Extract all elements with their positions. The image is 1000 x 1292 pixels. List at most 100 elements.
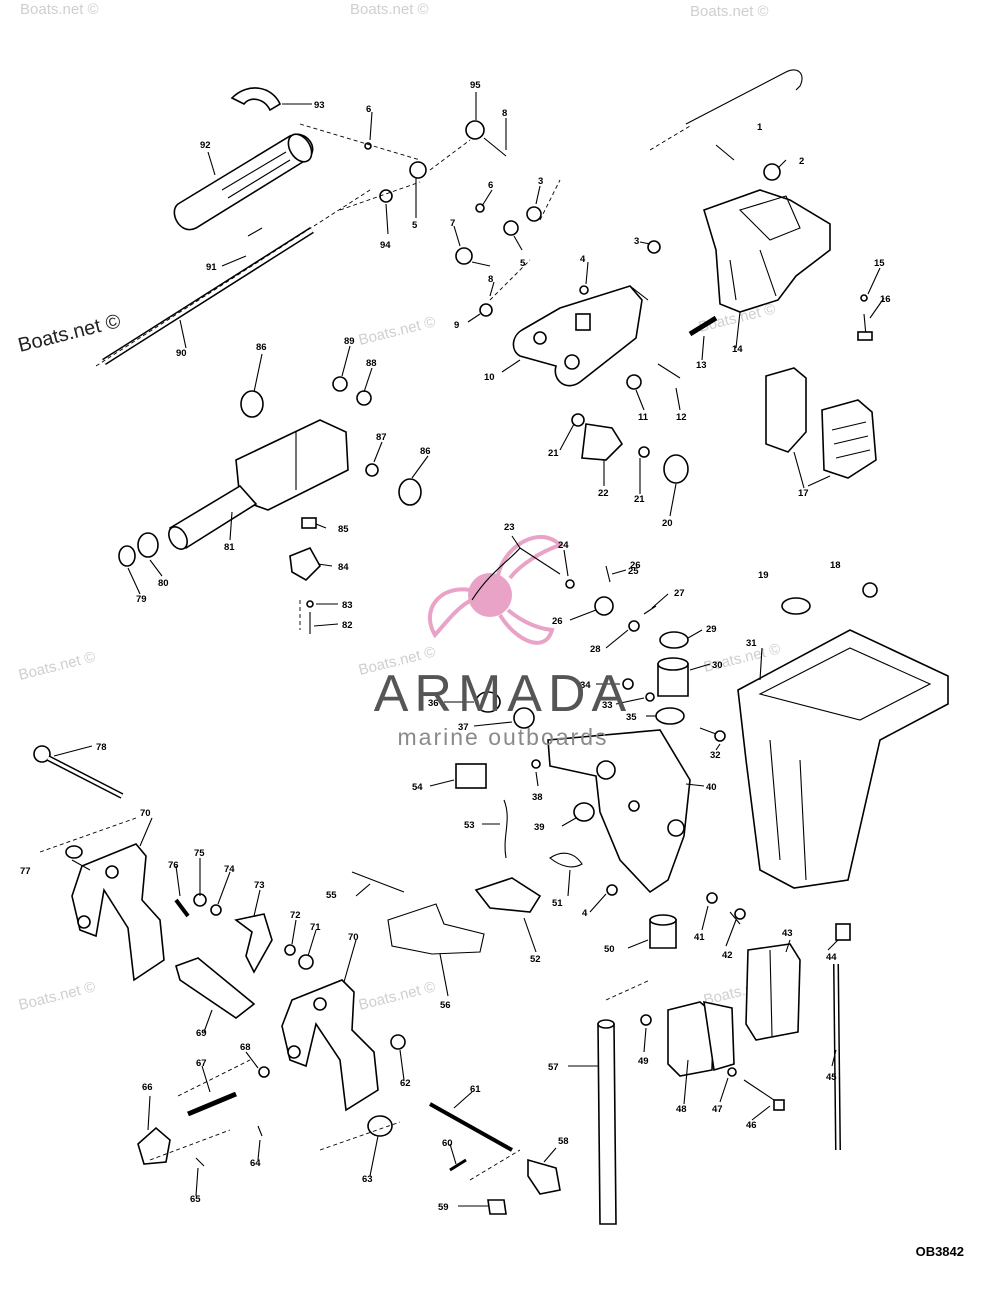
part-54-pad [455, 763, 487, 789]
part-label: 3 [538, 176, 543, 187]
part-34-nut [622, 678, 634, 690]
part-label: 10 [484, 372, 495, 383]
part-label: 37 [458, 722, 469, 733]
part-label: 91 [206, 262, 217, 273]
part-label: 25 [628, 566, 639, 577]
part-label: 22 [598, 488, 609, 499]
part-label: 23 [504, 522, 515, 533]
part-label: 42 [722, 950, 733, 961]
part-4-fitting [579, 285, 589, 295]
part-label: 6 [488, 180, 493, 191]
part-label: 49 [638, 1056, 649, 1067]
part-77-washer [65, 845, 83, 859]
part-24-fitting [565, 579, 575, 589]
part-35-clip [655, 707, 685, 725]
part-56-link [387, 903, 485, 955]
watermark-text: Boats.net © [20, 1, 99, 18]
part-label: 31 [746, 638, 757, 649]
part-78-bolt [33, 745, 124, 799]
part-label: 24 [558, 540, 569, 551]
part-label: 30 [712, 660, 723, 671]
part-label: 26 [552, 616, 563, 627]
part-53-spring [503, 799, 508, 859]
part-label: 8 [502, 108, 507, 119]
part-label: 21 [634, 494, 645, 505]
part-45-rod-core [834, 963, 840, 1151]
part-label: 47 [712, 1104, 723, 1115]
part-58-clip [527, 1158, 561, 1195]
part-39-washer [573, 802, 595, 822]
part-label: 54 [412, 782, 423, 793]
part-40-swivel [547, 729, 691, 894]
part-16-bolt [857, 313, 873, 341]
part-label: 55 [326, 890, 337, 901]
part-label: 4 [580, 254, 586, 265]
part-20-seal [663, 454, 689, 484]
part-84-bracket [289, 517, 321, 634]
part-label: 2 [799, 156, 804, 167]
part-38-nut [531, 759, 541, 769]
watermark-text: Boats.net © [357, 978, 437, 1014]
part-label: 44 [826, 952, 837, 963]
part-43-clamp [745, 943, 801, 1041]
part-67-bolt [187, 1091, 237, 1117]
part-label: 9 [454, 320, 459, 331]
part-label: 85 [338, 524, 349, 535]
part-label: 93 [314, 100, 325, 111]
part-label: 12 [676, 412, 687, 423]
part-label: 59 [438, 1202, 449, 1213]
part-label: 79 [136, 594, 147, 605]
part-label: 76 [168, 860, 179, 871]
part-12-pin [657, 363, 681, 379]
part-76-pin [174, 898, 190, 918]
part-62-nut [390, 1034, 406, 1050]
part-label: 39 [534, 822, 545, 833]
part-label: 82 [342, 620, 353, 631]
part-label: 88 [366, 358, 377, 369]
part-label: 66 [142, 1082, 153, 1093]
part-label: 6 [366, 104, 371, 115]
part-label: 20 [662, 518, 673, 529]
part-1-rod [685, 69, 803, 125]
part-label: 33 [602, 700, 613, 711]
part-2-nut [763, 163, 781, 181]
part-47-washer [727, 1067, 737, 1077]
part-label: 61 [470, 1084, 481, 1095]
part-label: 13 [696, 360, 707, 371]
part-65-pin [195, 1157, 205, 1167]
part-60-pin [449, 1158, 467, 1172]
part-55-rod [351, 871, 405, 893]
part-number-labels: 1 2 3 3 4 4 5 5 6 6 7 8 8 9 10 11 12 13 … [20, 80, 891, 1213]
part-13-pin [688, 315, 718, 337]
part-label: 72 [290, 910, 301, 921]
part-3-nut [647, 240, 661, 254]
part-label: 83 [342, 600, 353, 611]
part-90-shaft [102, 227, 314, 365]
armada-watermark: ARMADA marine outboards [348, 668, 658, 751]
part-label: 56 [440, 1000, 451, 1011]
part-label: 73 [254, 880, 265, 891]
part-28-nut [628, 620, 640, 632]
part-23-link [471, 547, 561, 601]
dash-line [649, 125, 691, 151]
part-label: 69 [196, 1028, 207, 1039]
part-label: 29 [706, 624, 717, 635]
part-label: 4 [582, 908, 588, 919]
part-72-nut [284, 944, 296, 956]
part-70-bracket-left [71, 843, 165, 982]
part-label: 84 [338, 562, 349, 573]
part-label: 43 [782, 928, 793, 939]
part-57-tube [597, 1019, 617, 1225]
part-41-nut [706, 892, 718, 904]
part-26-bushing [594, 596, 614, 616]
part-label: 1 [757, 122, 763, 133]
part-46-bolt [743, 1079, 785, 1111]
part-42-screw [729, 908, 746, 925]
part-25-pin [605, 565, 611, 583]
part-label: 95 [470, 80, 481, 91]
cylinder-washers [240, 376, 422, 506]
part-label: 36 [428, 698, 439, 709]
part-label: 94 [380, 240, 391, 251]
part-93-clip [230, 87, 282, 112]
